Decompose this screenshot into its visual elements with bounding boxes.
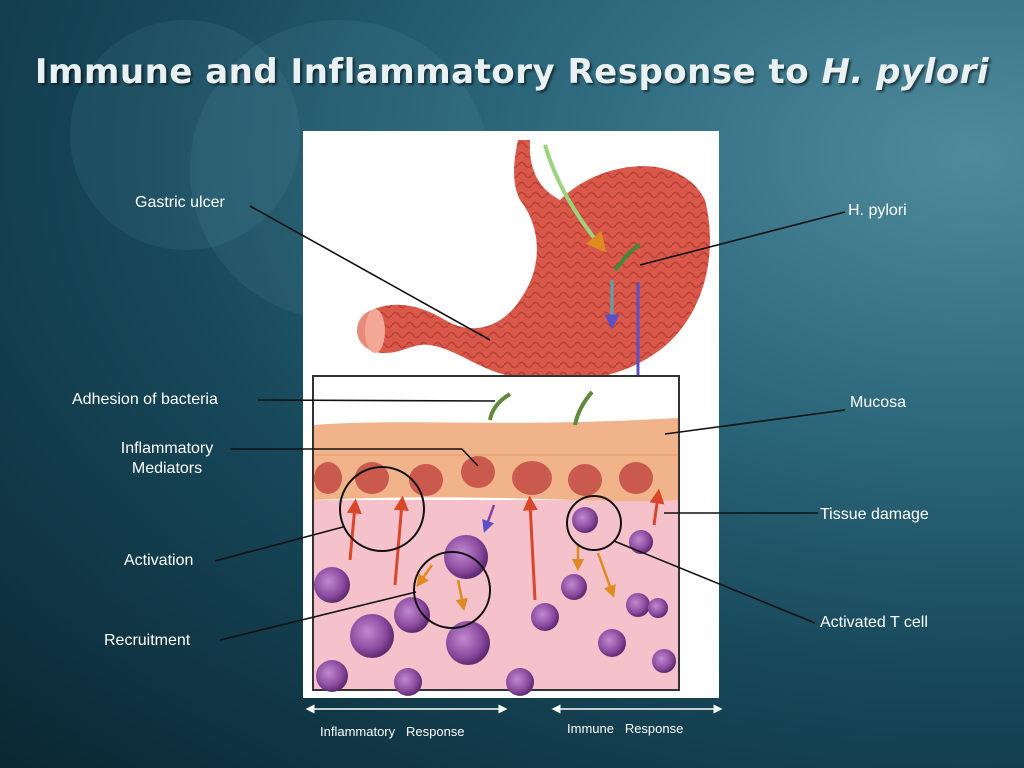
- mucosa-cross-section: [312, 375, 680, 696]
- slide-title: Immune and Inflammatory Response to H. p…: [34, 52, 990, 92]
- orange-arrow: [416, 564, 434, 588]
- label-inflammatory-axis: Inflammatory Response: [320, 724, 465, 739]
- red-arrow: [649, 488, 665, 526]
- label-mediators-line: Mediators: [131, 460, 203, 477]
- epithelial-cells: [314, 456, 653, 496]
- red-arrow: [393, 495, 409, 586]
- h-pylori-bacterium: [613, 243, 641, 272]
- t-cell-circle: [566, 495, 622, 551]
- bacterium-attached: [488, 392, 512, 421]
- label-recruitment: Recruitment: [104, 632, 191, 649]
- recruitment-circle: [413, 551, 491, 629]
- label-inflammatory-line: Inflammatory: [120, 440, 214, 457]
- orange-arrow: [596, 552, 616, 598]
- stomach-illustration: [357, 140, 710, 381]
- white-blood-cells: [314, 507, 676, 696]
- label-tissue-damage: Tissue damage: [820, 506, 929, 523]
- label-activation: Activation: [124, 552, 194, 569]
- label-gastric-ulcer: Gastric ulcer: [135, 194, 225, 211]
- label-h-pylori: H. pylori: [848, 202, 907, 219]
- label-activated-t-cell: Activated T cell: [820, 614, 928, 631]
- label-mucosa: Mucosa: [850, 394, 907, 411]
- label-inflammatory-mediators: Inflammatory Mediators: [106, 439, 228, 479]
- leader-lines: [214, 205, 846, 641]
- purple-arrow: [482, 504, 496, 533]
- activation-circle: [339, 466, 425, 552]
- bacterium-attached: [573, 390, 594, 426]
- label-adhesion-of-bacteria: Adhesion of bacteria: [72, 391, 218, 408]
- bacteria-entry-arrow: [543, 144, 607, 253]
- label-immune-axis: Immune Response: [567, 721, 684, 736]
- red-arrow: [522, 495, 538, 601]
- orange-arrow: [455, 579, 468, 612]
- red-arrow: [346, 498, 362, 561]
